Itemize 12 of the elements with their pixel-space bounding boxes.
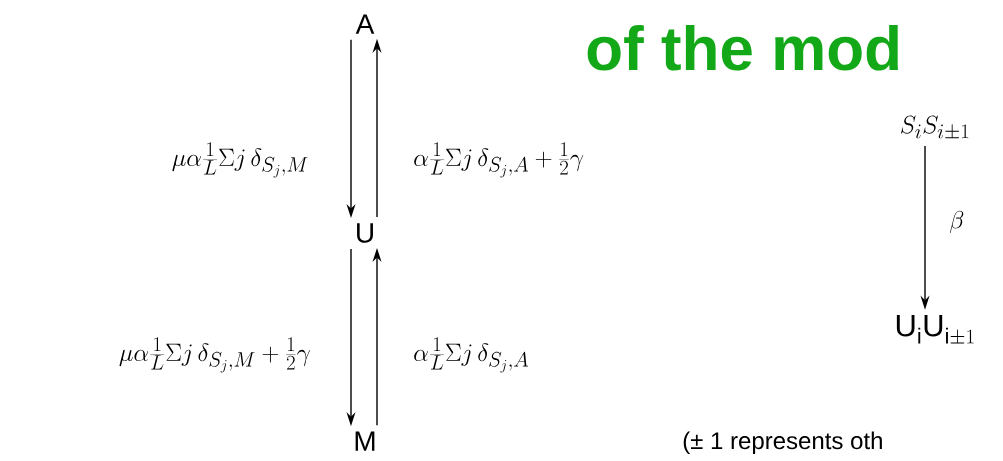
state-label: M bbox=[355, 431, 375, 451]
rate-label: $\alpha\frac{1}{L}\Sigma j\,\delta_{S_j,A}$ bbox=[414, 337, 528, 373]
rate-label: $\mu\alpha\frac{1}{L}\Sigma j\,\delta_{S_j,M}+\frac{1}{2}\gamma$ bbox=[119, 337, 311, 373]
state-label: $S_iS_{i\pm 1}$ bbox=[901, 115, 969, 139]
state-label: A bbox=[355, 14, 375, 34]
state-label: U bbox=[357, 223, 373, 243]
rate-label: $\mu\alpha\frac{1}{L}\Sigma j\,\delta_{S_j,M}$ bbox=[172, 142, 308, 178]
note: (± 1 represents oth bbox=[683, 431, 882, 454]
title: of the mod bbox=[587, 25, 898, 71]
rate-label: $\alpha\frac{1}{L}\Sigma j\,\delta_{S_j,A}+\frac{1}{2}\gamma$ bbox=[414, 142, 584, 178]
state-label: $\mathrm{U}_{\mathrm{i}}\mathrm{U}_{\mathrm{i}\pm 1}$ bbox=[896, 314, 974, 344]
rate-label: $\beta$ bbox=[949, 210, 964, 234]
